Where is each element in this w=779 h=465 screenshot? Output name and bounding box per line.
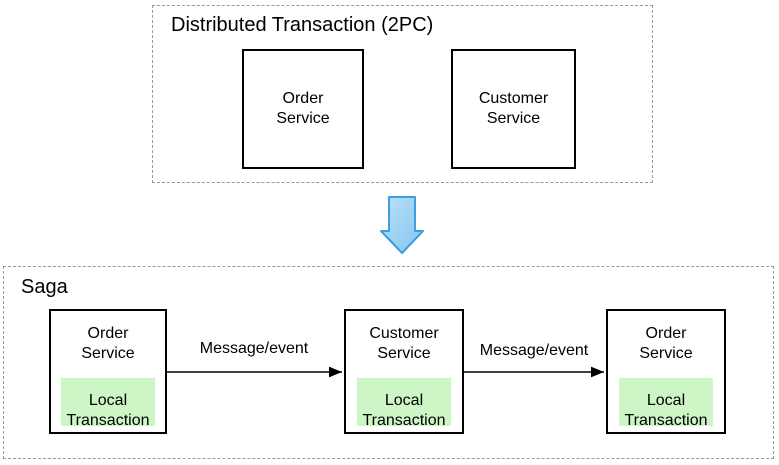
message-event-label-2: Message/event — [479, 342, 589, 359]
2pc-customer-service-box: Customer Service — [451, 49, 576, 169]
2pc-order-service-box: Order Service — [242, 49, 364, 169]
distributed-transaction-2pc-container: Distributed Transaction (2PC) Order Serv… — [152, 5, 653, 183]
local-transaction-label-2: Local Transaction — [362, 392, 446, 429]
saga-order-service-label-1: Order Service — [81, 325, 135, 362]
saga-order-service-label-2: Order Service — [639, 325, 693, 362]
saga-title: Saga — [21, 276, 68, 298]
message-event-label-1: Message/event — [199, 340, 309, 357]
saga-customer-service-label: Customer Service — [369, 325, 439, 362]
distributed-transaction-2pc-title: Distributed Transaction (2PC) — [171, 14, 434, 36]
local-transaction-box-2: Local Transaction — [357, 378, 451, 429]
saga-container: Saga Order Service Local Transaction Cus… — [3, 266, 774, 459]
2pc-customer-service-label: Customer Service — [478, 90, 549, 127]
transform-down-arrow-icon — [380, 196, 424, 254]
local-transaction-label-1: Local Transaction — [66, 392, 150, 429]
saga-customer-service-box: Customer Service Local Transaction — [344, 309, 464, 434]
saga-order-service-box-2: Order Service Local Transaction — [606, 309, 726, 434]
local-transaction-box-1: Local Transaction — [61, 378, 155, 429]
local-transaction-label-3: Local Transaction — [624, 392, 708, 429]
2pc-order-service-label: Order Service — [276, 90, 330, 127]
saga-order-service-box-1: Order Service Local Transaction — [49, 309, 167, 434]
local-transaction-box-3: Local Transaction — [619, 378, 713, 429]
